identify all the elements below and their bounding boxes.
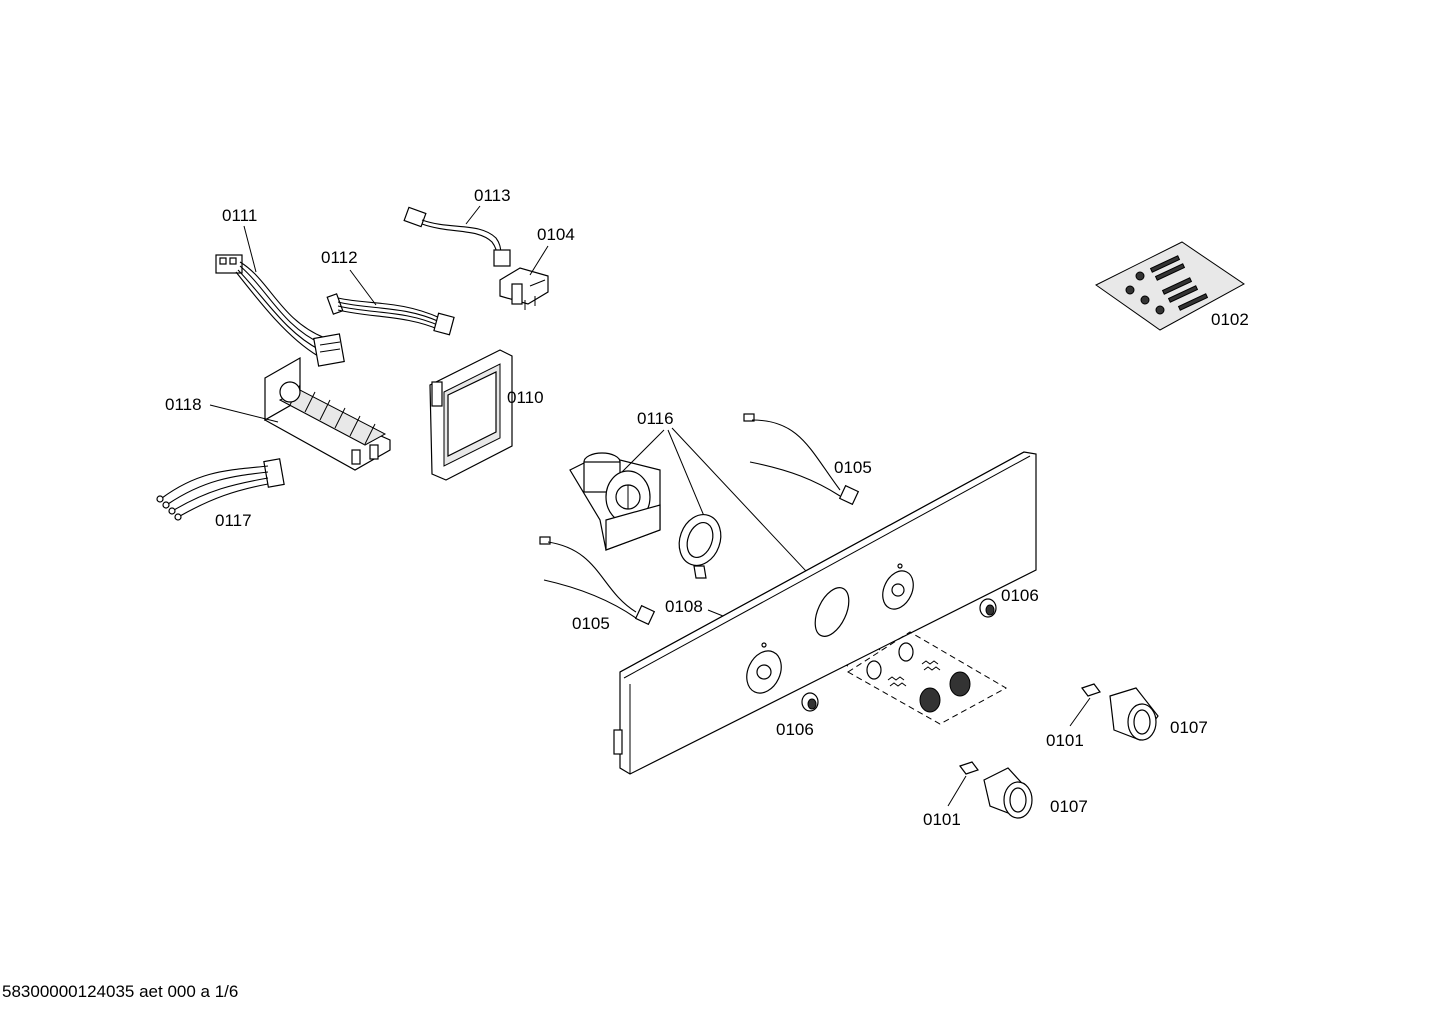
label-0117: 0117 (215, 511, 252, 530)
flat-cable-0112 (326, 293, 455, 336)
grommet-0106-bottom (801, 692, 819, 712)
sensor-0105-top (743, 413, 860, 506)
label-0107-bottom: 0107 (1050, 797, 1088, 816)
label-0105-top: 0105 (834, 458, 872, 477)
wiring-0117 (156, 458, 285, 521)
screw-bag-0102 (1095, 241, 1245, 331)
leader-0104 (529, 245, 549, 276)
label-0105-left: 0105 (572, 614, 610, 633)
leader-0116-b (667, 429, 705, 517)
knob-0107-bottom (983, 767, 1033, 819)
control-panel (613, 451, 1037, 775)
label-0102: 0102 (1211, 310, 1249, 329)
label-0101-top: 0101 (1046, 731, 1084, 750)
leader-0113 (465, 205, 481, 225)
ring-0108 (678, 514, 722, 579)
label-0106-bottom: 0106 (776, 720, 814, 739)
leader-0118 (209, 404, 279, 423)
sensor-0105-left (539, 536, 656, 626)
label-0112: 0112 (321, 248, 358, 267)
button-set-group (847, 631, 1008, 725)
label-0107-top: 0107 (1170, 718, 1208, 737)
frame-0110 (429, 349, 513, 481)
leader-0112 (349, 269, 377, 306)
clip-0101-top (1081, 683, 1101, 697)
leader-0101-top (1069, 697, 1091, 727)
leader-0101-bottom (947, 775, 967, 807)
label-0113: 0113 (474, 186, 511, 205)
label-0111: 0111 (222, 206, 258, 225)
label-0108: 0108 (665, 597, 703, 616)
label-0106-right: 0106 (1001, 586, 1039, 605)
leader-0111 (243, 225, 257, 273)
switch-0104 (499, 267, 549, 310)
drawing-number: 58300000124035 aet 000 a 1/6 (2, 982, 239, 1001)
label-0118: 0118 (165, 395, 202, 414)
knob-0107-top (1109, 687, 1159, 741)
terminal-block-0118 (263, 356, 391, 471)
clip-0101-bottom (959, 761, 979, 775)
leader-0116-a (621, 429, 665, 473)
motor-unit-0116 (569, 452, 661, 551)
label-0116: 0116 (637, 409, 674, 428)
wiring-harness-0111 (215, 254, 345, 367)
grommet-0106-right (979, 598, 997, 618)
label-0110: 0110 (507, 388, 544, 407)
label-0104: 0104 (537, 225, 575, 244)
label-0101-bottom: 0101 (923, 810, 961, 829)
cable-0113 (403, 206, 511, 267)
